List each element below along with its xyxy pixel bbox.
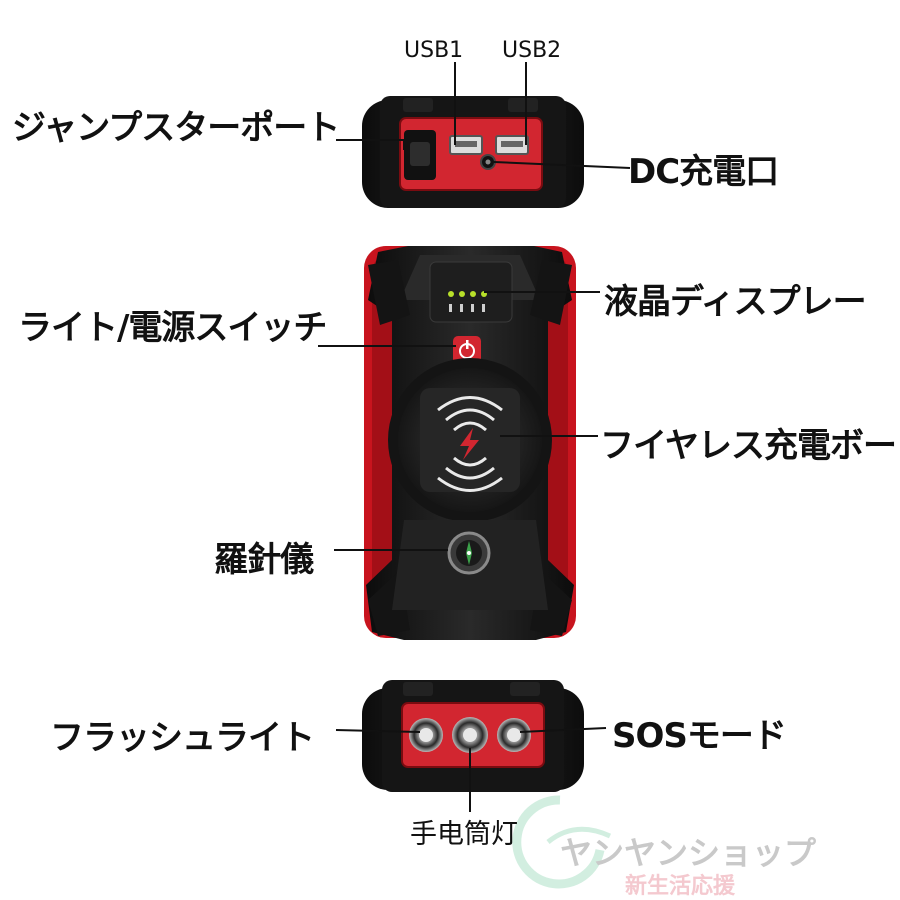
lcd-display-label: 液晶ディスプレー (604, 282, 867, 322)
watermark-subtitle: 新生活応援 (625, 874, 736, 899)
jump-starter-port-label: ジャンプスターポート (12, 108, 340, 148)
watermark-shop-name: ヤンヤンショップ (560, 834, 817, 872)
flashlight-label: フラッシュライト (50, 718, 315, 758)
sos-mode-label: SOSモード (612, 716, 787, 756)
bottom-end-view (362, 680, 584, 792)
front-view (364, 246, 576, 640)
dc-port-label: DC充電口 (628, 152, 779, 192)
leader-lines-top (336, 62, 631, 169)
usb1-label: USB1 (404, 38, 464, 63)
leader-lines-front (318, 291, 600, 551)
light-power-switch-label: ライト/電源スイッチ (18, 308, 327, 348)
wireless-pad-label: フイヤレス充電ボード (600, 426, 900, 466)
usb2-label: USB2 (502, 38, 562, 63)
flashlight-cn-label: 手电筒灯 (410, 819, 518, 850)
watermark-emblem (512, 795, 612, 889)
leader-lines-bottom (335, 727, 607, 812)
compass-label: 羅針儀 (214, 540, 314, 580)
top-end-view (362, 96, 584, 208)
